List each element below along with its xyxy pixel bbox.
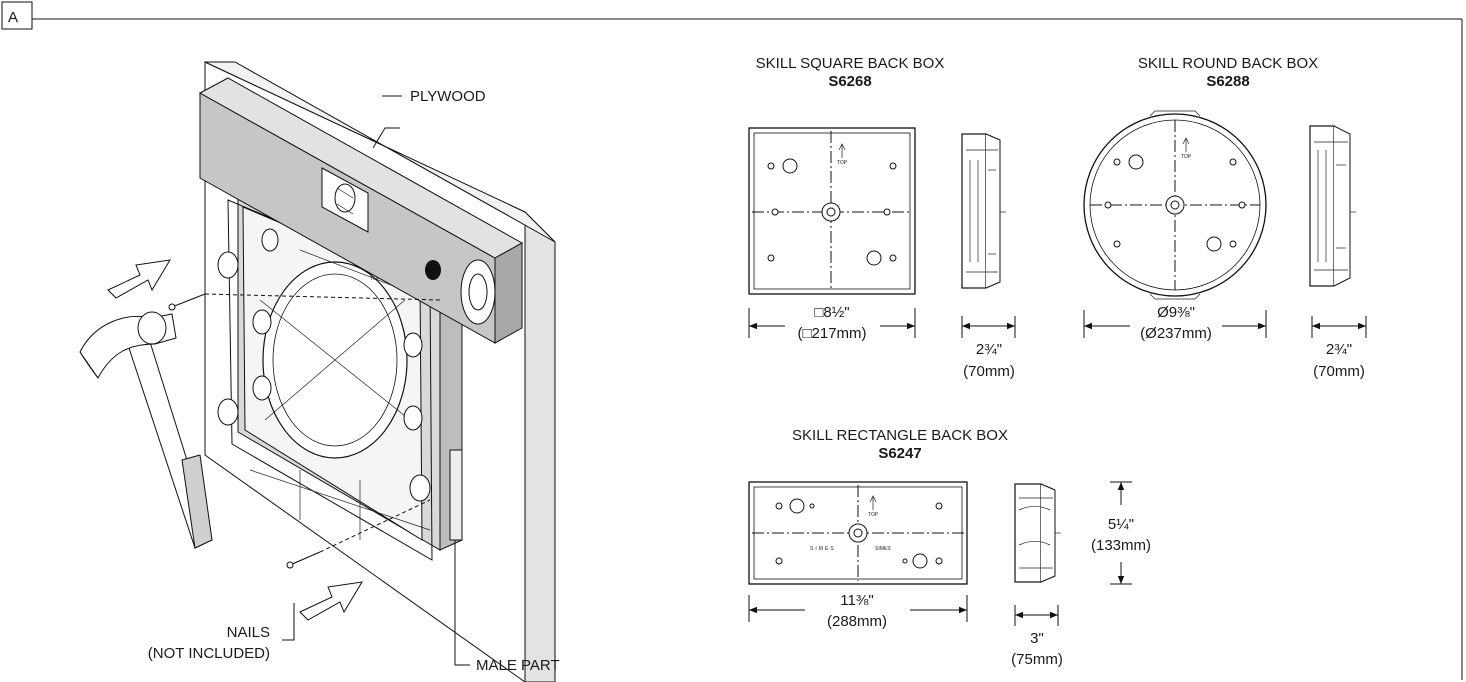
rect-box-depth-in: 3" <box>1030 630 1044 647</box>
square-box-depth-mm: (70mm) <box>963 363 1015 380</box>
round-box-diameter-dim: Ø9⅜" (Ø237mm) <box>1083 304 1267 342</box>
male-part-label: MALE PART <box>476 657 560 674</box>
nails-leader <box>282 603 295 641</box>
rect-box-height-mm: (133mm) <box>1091 537 1151 554</box>
rect-box-model: S6247 <box>878 445 921 462</box>
rect-box-brand-left: SIMES <box>810 546 836 552</box>
round-box-depth-mm: (70mm) <box>1313 363 1365 380</box>
hammer-icon <box>79 311 213 549</box>
installation-illustration: TOP <box>79 61 560 682</box>
rectangle-back-box: SKILL RECTANGLE BACK BOX S6247 TOP SIMES… <box>748 427 1151 668</box>
square-box-depth-in: 2¾" <box>976 341 1002 358</box>
square-box-top-mark: TOP <box>837 160 848 166</box>
rect-box-depth-dim: 3" (75mm) <box>1011 605 1063 668</box>
spirit-level <box>198 77 524 344</box>
rect-box-title: SKILL RECTANGLE BACK BOX <box>792 427 1008 444</box>
rect-box-brand-right: SIMES <box>875 546 891 552</box>
rect-box-height-dim: 5¼" (133mm) <box>1091 481 1151 585</box>
square-box-front-view: TOP <box>748 127 916 295</box>
male-part-leader <box>454 540 470 666</box>
square-back-box: SKILL SQUARE BACK BOX S6268 TOP <box>748 55 1016 380</box>
square-box-title: SKILL SQUARE BACK BOX <box>756 55 945 72</box>
rect-box-height-in: 5¼" <box>1108 516 1134 533</box>
square-box-model: S6268 <box>828 73 871 90</box>
rect-box-side-view <box>1014 483 1061 583</box>
square-box-side-view <box>961 133 1006 289</box>
plywood-leader <box>372 127 400 149</box>
rect-box-depth-mm: (75mm) <box>1011 651 1063 668</box>
round-back-box: SKILL ROUND BACK BOX S6288 TOP <box>1083 55 1367 380</box>
square-box-width-mm: (□217mm) <box>797 325 866 342</box>
round-box-title: SKILL ROUND BACK BOX <box>1138 55 1318 72</box>
square-box-depth-dim: 2¾" (70mm) <box>961 316 1016 380</box>
round-box-depth-in: 2¾" <box>1326 341 1352 358</box>
panel-letter: A <box>8 9 18 26</box>
round-box-depth-dim: 2¾" (70mm) <box>1311 316 1367 380</box>
round-box-model: S6288 <box>1206 73 1249 90</box>
rect-box-width-mm: (288mm) <box>827 613 887 630</box>
round-box-top-mark: TOP <box>1181 154 1192 160</box>
push-arrows <box>107 259 363 621</box>
rect-box-top-mark: TOP <box>868 512 879 518</box>
square-box-width-dim: □8½" (□217mm) <box>748 304 916 342</box>
nails-label: NAILS <box>227 624 270 641</box>
rect-box-width-dim: 11⅜" (288mm) <box>748 592 968 630</box>
rect-box-width-in: 11⅜" <box>840 592 873 609</box>
round-box-diameter-mm: (Ø237mm) <box>1140 325 1212 342</box>
round-box-side-view <box>1309 125 1356 287</box>
plywood-label: PLYWOOD <box>410 88 486 105</box>
round-box-front-view: TOP <box>1083 110 1267 300</box>
nails <box>168 293 441 569</box>
round-box-diameter-in: Ø9⅜" <box>1157 304 1195 321</box>
nails-note: (NOT INCLUDED) <box>148 645 270 662</box>
rect-box-front-view: TOP SIMES SIMES <box>748 481 968 585</box>
square-box-width-in: □8½" <box>814 304 849 321</box>
